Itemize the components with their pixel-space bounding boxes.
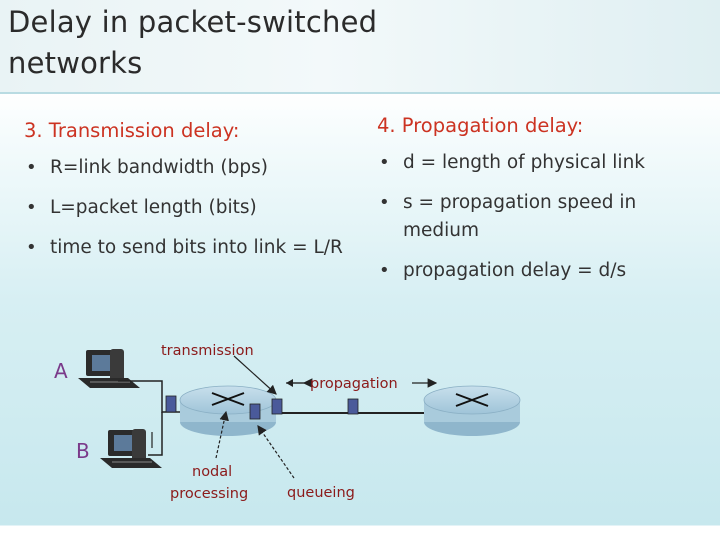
slide-title-line-1: Delay in packet-switched — [8, 5, 378, 39]
queueing-arrow — [257, 425, 295, 479]
label-host-b: B — [76, 439, 90, 463]
transmission-delay-section: 3. Transmission delay: R=link bandwidth … — [24, 118, 374, 274]
slide-title: Delay in packet-switched networks — [8, 2, 428, 84]
bullet-link-bandwidth: R=link bandwidth (bps) — [24, 154, 374, 182]
propagation-delay-heading: 4. Propagation delay: — [377, 114, 584, 137]
bullet-propagation-speed: s = propagation speed in medium — [377, 189, 707, 245]
bullet-time-to-send: time to send bits into link = L/R — [24, 234, 374, 262]
transmission-arrow — [233, 355, 277, 395]
transmission-delay-heading: 3. Transmission delay: — [24, 119, 240, 142]
bullet-propagation-delay: propagation delay = d/s — [377, 257, 707, 285]
computer-b-icon — [100, 429, 162, 468]
title-bar: Delay in packet-switched networks — [0, 0, 720, 94]
propagation-delay-section: 4. Propagation delay: d = length of phys… — [377, 113, 707, 297]
bullet-link-length: d = length of physical link — [377, 149, 707, 177]
slide-title-line-2: networks — [8, 46, 143, 80]
label-propagation: propagation — [310, 376, 398, 392]
propagation-delay-list: d = length of physical link s = propagat… — [377, 149, 707, 285]
nodal-processing-arrow — [215, 410, 229, 459]
propagation-arrow-left-head — [286, 379, 293, 387]
propagating-packet-icon — [347, 398, 359, 415]
packet-icon — [165, 395, 177, 413]
transmitting-packet-icon — [271, 398, 283, 415]
label-transmission: transmission — [161, 343, 254, 359]
label-processing: processing — [170, 486, 248, 502]
label-nodal: nodal — [192, 464, 232, 480]
transmission-delay-list: R=link bandwidth (bps) L=packet length (… — [24, 154, 374, 262]
bullet-packet-length: L=packet length (bits) — [24, 194, 374, 222]
label-host-a: A — [54, 359, 68, 383]
router-right-icon — [423, 385, 521, 436]
computer-a-icon — [78, 349, 140, 388]
link-b-to-router — [148, 412, 163, 456]
router-left-icon — [179, 385, 277, 436]
label-queueing: queueing — [287, 485, 355, 501]
queued-packet-icon — [249, 403, 261, 420]
